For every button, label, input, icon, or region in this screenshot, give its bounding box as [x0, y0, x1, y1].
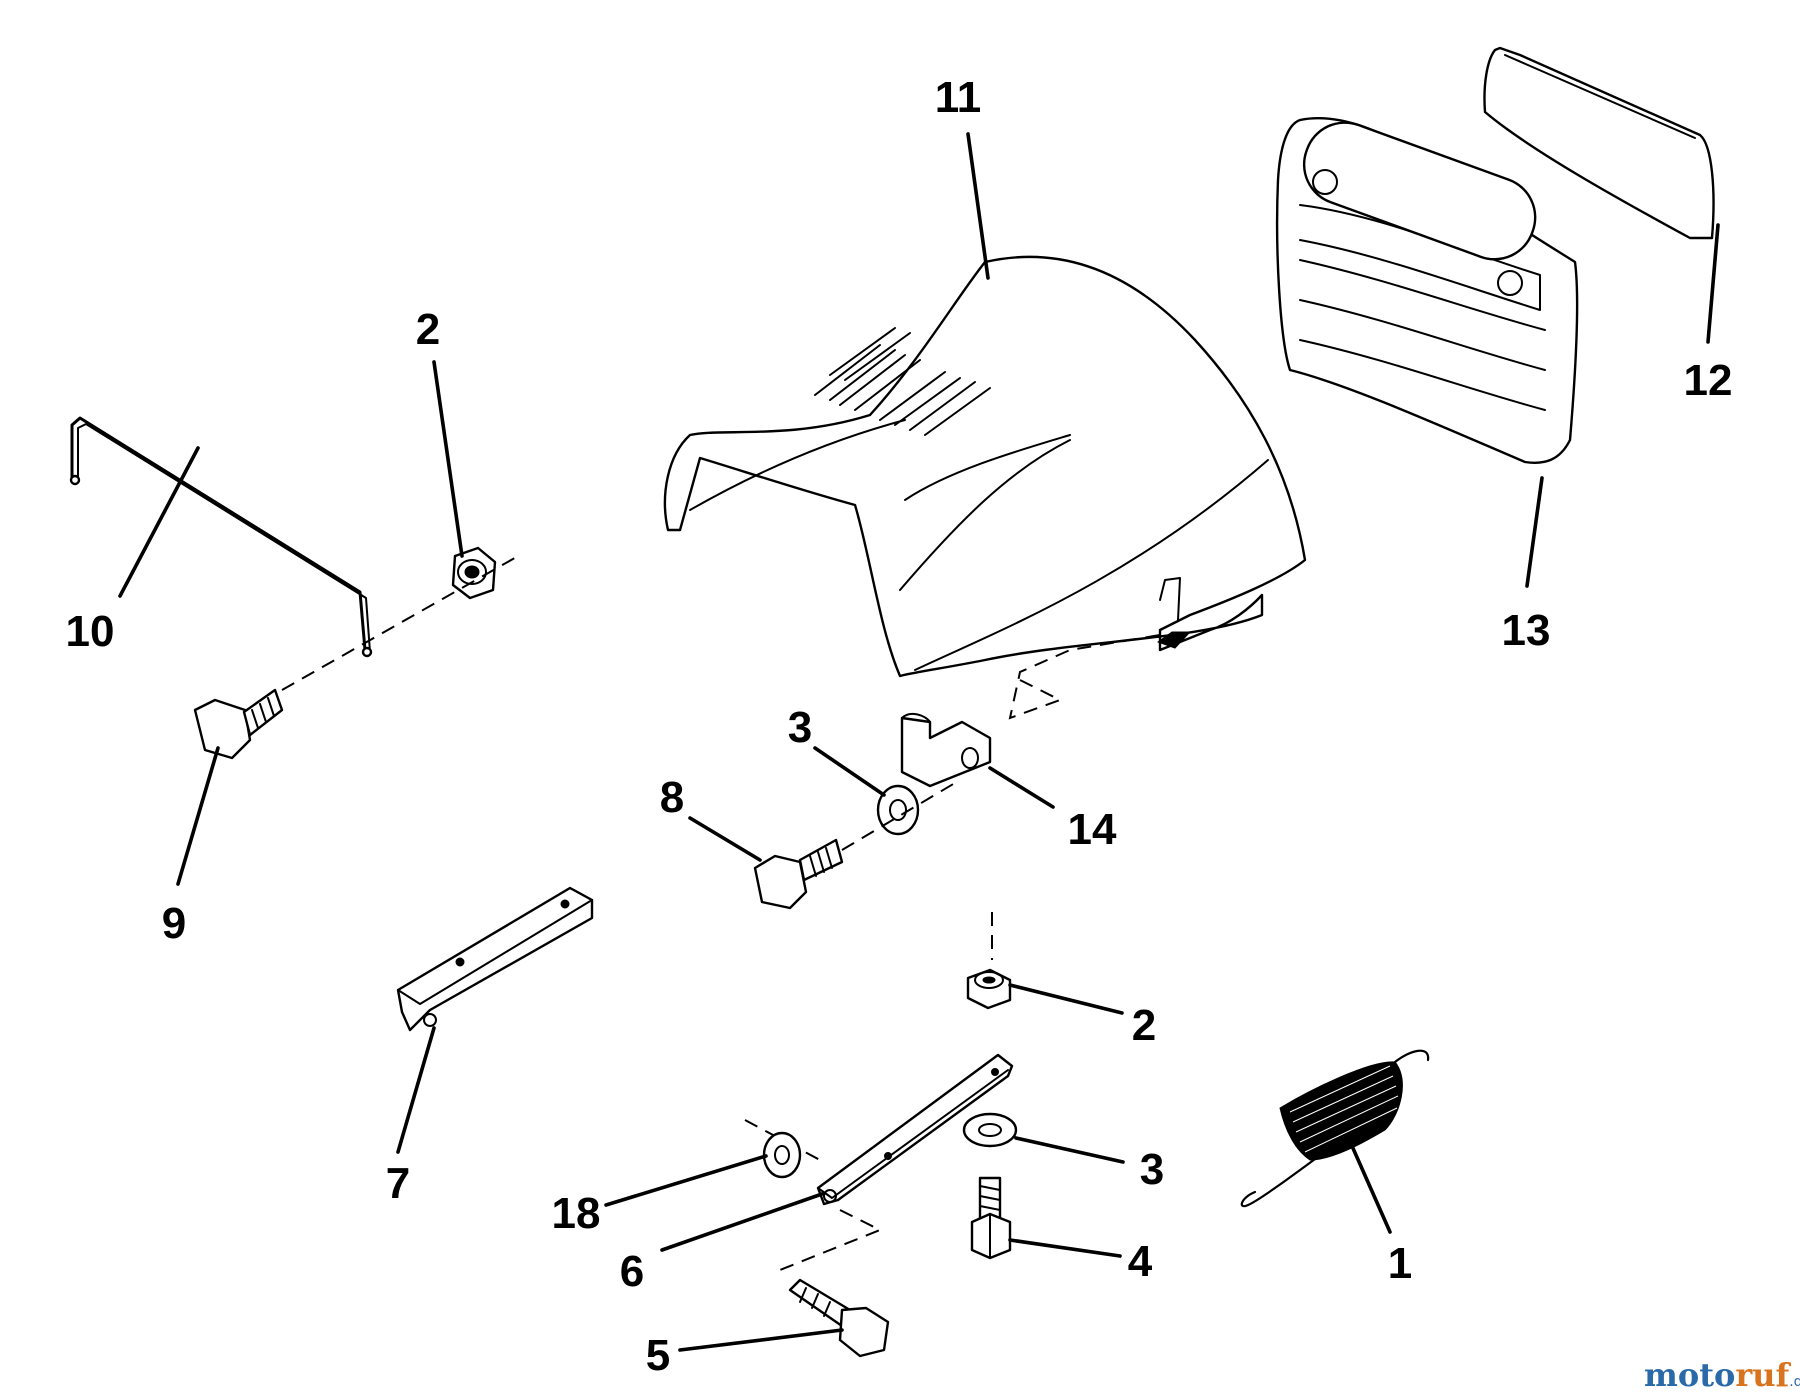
- callout-4: 4: [1128, 1237, 1153, 1286]
- callout-14: 14: [1068, 805, 1117, 854]
- hood-cover-part: [663, 255, 1307, 678]
- callout-6: 6: [620, 1247, 644, 1296]
- callout-10: 10: [66, 607, 115, 656]
- callout-labels: 11 12 13 2 10 9 3 14 8 7 2 3 4 18 6 5 1: [66, 73, 1733, 1380]
- link-bar-6-part: [744, 1053, 1014, 1271]
- callout-8: 8: [660, 773, 684, 822]
- callout-13: 13: [1502, 606, 1551, 655]
- callout-5: 5: [646, 1331, 670, 1380]
- leader-lines: [118, 132, 1720, 1352]
- washer-18-part: [762, 1131, 802, 1179]
- bracket-7-part: [396, 886, 594, 1032]
- emblem-plate-part: [1483, 46, 1715, 240]
- nut-lower-part: [966, 912, 1012, 1010]
- grille-part: [1275, 117, 1579, 464]
- watermark-suffix: .de: [1789, 1374, 1800, 1390]
- callout-3-upper: 3: [788, 703, 812, 752]
- bracket-14-part: [900, 634, 1161, 788]
- washer-lower-part: [962, 1112, 1018, 1148]
- callout-18: 18: [552, 1189, 601, 1238]
- spring-part: [1240, 1049, 1430, 1208]
- callout-1: 1: [1388, 1239, 1412, 1288]
- callout-7: 7: [386, 1159, 410, 1208]
- watermark-logo: motoruf.de: [1644, 1356, 1800, 1394]
- bolt-4-part: [970, 1176, 1012, 1260]
- bolt-8-part: [753, 779, 961, 910]
- rod-part: [69, 416, 373, 658]
- bolt-9-part: [193, 554, 521, 760]
- watermark-part1: moto: [1644, 1356, 1735, 1394]
- svg-text:motoruf.de: motoruf.de: [1644, 1356, 1800, 1394]
- callout-12: 12: [1684, 356, 1733, 405]
- hood-louvers: [814, 327, 991, 436]
- callout-2-lower: 2: [1132, 1001, 1156, 1050]
- callout-2-upper: 2: [416, 305, 440, 354]
- nut-upper-part: [451, 546, 497, 600]
- callout-9: 9: [162, 899, 186, 948]
- bolt-5-part: [788, 1278, 890, 1358]
- callout-3-lower: 3: [1140, 1145, 1164, 1194]
- watermark-part2: ruf: [1735, 1356, 1791, 1394]
- callout-11: 11: [935, 73, 982, 122]
